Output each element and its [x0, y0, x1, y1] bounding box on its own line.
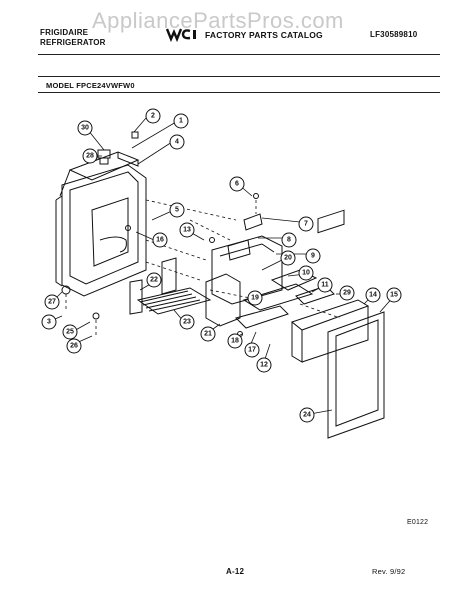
brand-line-2: REFRIGERATOR [40, 38, 106, 47]
svg-text:16: 16 [156, 237, 164, 244]
solenoid-bracket [227, 213, 263, 261]
dispenser-trim-frame [327, 311, 385, 439]
svg-text:22: 22 [150, 277, 158, 284]
brand-line-1: FRIGIDAIRE [40, 28, 89, 37]
callout-13: 13 [179, 222, 195, 238]
tray-bracket [129, 257, 177, 315]
callout-10: 10 [298, 265, 314, 281]
callout-23: 23 [179, 314, 195, 330]
wci-logo-icon [166, 28, 196, 42]
callout-4: 4 [169, 134, 185, 150]
callout-14: 14 [365, 287, 381, 303]
callout-21: 21 [200, 326, 216, 342]
callout-8: 8 [281, 232, 297, 248]
drip-tray [136, 287, 212, 315]
callout-20: 20 [280, 250, 296, 266]
svg-text:18: 18 [231, 338, 239, 345]
watermark: AppliancePartsPros.com [92, 8, 344, 33]
svg-text:9: 9 [311, 253, 315, 260]
callout-16: 16 [152, 232, 168, 248]
callout-25: 25 [62, 324, 78, 340]
callout-11: 11 [317, 277, 333, 293]
callout-1: 1 [173, 113, 189, 129]
svg-text:12: 12 [260, 362, 268, 369]
svg-text:2: 2 [151, 113, 155, 120]
callout-30: 30 [77, 120, 93, 136]
exploded-leaders [65, 199, 341, 336]
publication-number: LF30589810 [370, 30, 418, 39]
model-rule-top [38, 76, 440, 77]
callout-2: 2 [145, 108, 161, 124]
callout-28: 28 [82, 148, 98, 164]
callout-26: 26 [66, 338, 82, 354]
svg-text:24: 24 [303, 412, 311, 419]
ice-chute-housing [205, 235, 283, 327]
callout-29: 29 [339, 285, 355, 301]
svg-text:17: 17 [248, 347, 256, 354]
callout-19: 19 [247, 290, 263, 306]
svg-text:15: 15 [390, 292, 398, 299]
figure-code: E0122 [407, 519, 429, 526]
callout-15: 15 [386, 287, 402, 303]
callout-12: 12 [256, 357, 272, 373]
revision-label: Rev. 9/92 [372, 567, 406, 576]
catalog-title: FACTORY PARTS CATALOG [205, 30, 323, 40]
callout-5: 5 [169, 202, 185, 218]
svg-text:21: 21 [204, 331, 212, 338]
svg-text:1: 1 [179, 118, 183, 125]
callout-9: 9 [305, 248, 321, 264]
page-label: A-12 [226, 567, 245, 576]
svg-text:14: 14 [369, 292, 377, 299]
svg-text:25: 25 [66, 329, 74, 336]
svg-text:13: 13 [183, 227, 191, 234]
control-module [235, 269, 335, 329]
header-rule [38, 54, 440, 55]
svg-text:8: 8 [287, 237, 291, 244]
callout-18: 18 [227, 333, 243, 349]
callout-7: 7 [298, 216, 314, 232]
svg-text:23: 23 [183, 319, 191, 326]
svg-text:20: 20 [284, 255, 292, 262]
svg-text:10: 10 [302, 270, 310, 277]
svg-text:19: 19 [251, 295, 259, 302]
svg-text:29: 29 [343, 290, 351, 297]
svg-text:11: 11 [321, 282, 329, 289]
callout-27: 27 [44, 294, 60, 310]
callout-17: 17 [244, 342, 260, 358]
svg-text:3: 3 [47, 319, 51, 326]
svg-text:5: 5 [175, 207, 179, 214]
callout-24: 24 [299, 407, 315, 423]
svg-text:6: 6 [235, 181, 239, 188]
svg-text:30: 30 [81, 125, 89, 132]
svg-text:28: 28 [86, 153, 94, 160]
hardware [61, 193, 259, 337]
dispenser-door-panel [55, 164, 147, 297]
callout-6: 6 [229, 176, 245, 192]
svg-text:7: 7 [304, 221, 308, 228]
svg-text:27: 27 [48, 299, 56, 306]
svg-text:4: 4 [175, 139, 179, 146]
model-label: MODEL FPCE24VWFW0 [46, 81, 135, 90]
callout-22: 22 [146, 272, 162, 288]
callout-3: 3 [41, 314, 57, 330]
svg-text:26: 26 [70, 343, 78, 350]
model-rule-bottom [38, 92, 440, 93]
